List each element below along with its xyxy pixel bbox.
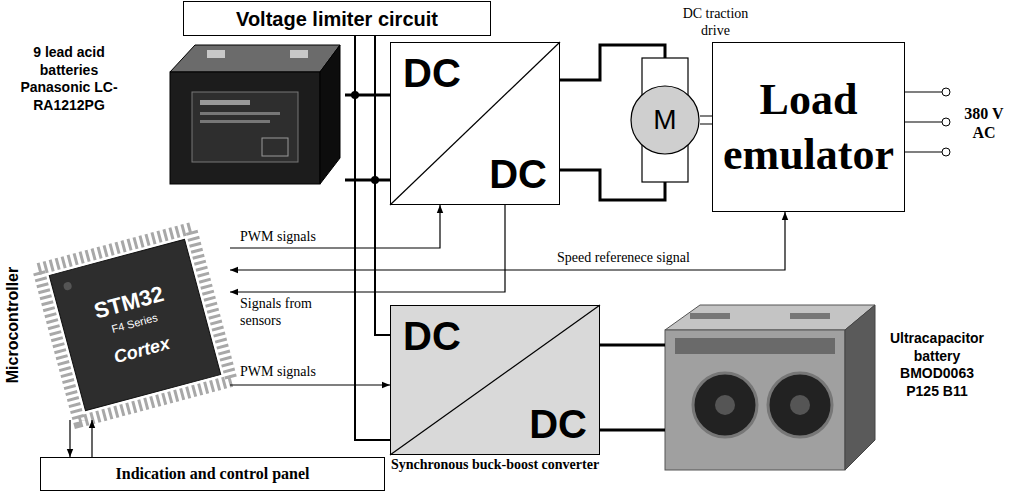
battery-sticker-mark <box>262 138 288 156</box>
terminal-dot <box>942 148 950 156</box>
power-wire <box>600 344 665 347</box>
box-title: Load emulator <box>713 72 904 182</box>
ultracapacitor-picture <box>665 305 875 470</box>
chip-pins <box>38 228 232 422</box>
box-title: Indication and control panel <box>41 465 384 483</box>
signal-line <box>230 384 390 385</box>
terminal-dot <box>942 118 950 126</box>
converter-input: DC <box>403 314 461 358</box>
converter-output: DC <box>529 402 587 446</box>
signal-label: Speed referenece signal <box>555 250 734 267</box>
chip-dot <box>63 281 73 291</box>
emulator-box: Load emulator <box>712 42 905 212</box>
part-label: Synchronous buck-boost converter <box>381 457 609 472</box>
converter-box: DCDCSynchronous buck-boost converter <box>390 305 600 455</box>
power-wire <box>600 429 665 432</box>
converter-box: DC DC <box>390 42 560 205</box>
battery-sticker-mark <box>200 112 280 115</box>
battery-front <box>170 72 320 184</box>
chip-marking: Cortex <box>72 322 213 379</box>
part-label: 9 lead acid batteries Panasonic LC-RA121… <box>8 44 130 114</box>
converter-diagonal <box>390 305 600 455</box>
motor-letter: M <box>630 104 700 136</box>
motor-node: DC traction driveM <box>630 58 700 182</box>
panel-box: Indication and control panel <box>40 457 385 491</box>
power-wire <box>345 94 390 97</box>
signal-label: Signals from sensors <box>238 296 337 330</box>
battery-sticker <box>192 92 298 162</box>
terminal-wire <box>905 151 942 152</box>
fan <box>768 373 832 437</box>
signal-line <box>69 420 70 457</box>
converter-input: DC <box>403 51 461 95</box>
box-title: Voltage limiter circuit <box>184 7 490 30</box>
chip-body <box>49 239 220 410</box>
signal-label: PWM signals <box>238 229 352 246</box>
chip-picture <box>38 228 232 422</box>
fan-hub <box>715 395 735 415</box>
mains-terminals <box>905 88 950 156</box>
module-front <box>665 330 845 470</box>
battery-terminal <box>290 50 308 58</box>
signal-line <box>230 212 785 270</box>
signal-line <box>230 205 505 292</box>
microcontroller-node: STM32F4 SeriesCortexMicrocontroller <box>40 230 230 420</box>
converter-fill <box>390 305 600 455</box>
limiter-box: Voltage limiter circuit <box>183 1 491 36</box>
signal-line <box>230 205 440 248</box>
battery-node: 9 lead acid batteries Panasonic LC-RA121… <box>150 38 345 190</box>
battery-sticker-mark <box>200 120 270 123</box>
battery-picture <box>170 45 340 184</box>
power-wire <box>355 36 390 440</box>
module-top <box>665 305 875 330</box>
terminal-wire <box>905 91 942 92</box>
terminal-dot <box>942 88 950 96</box>
battery-terminal <box>207 50 225 58</box>
terminal-label: 380 V AC <box>954 104 1014 142</box>
battery-side <box>320 45 340 184</box>
chip-face: STM32F4 SeriesCortex <box>49 239 220 410</box>
power-wire <box>560 170 665 200</box>
module-handle <box>690 313 730 319</box>
fan-hub <box>790 395 810 415</box>
battery-sticker-mark <box>200 100 250 105</box>
power-wire <box>560 45 665 80</box>
converter-output: DC <box>489 152 547 196</box>
part-label: DC traction drive <box>668 6 763 40</box>
part-label: Ultracapacitor battery BMOD0063 P125 B11 <box>883 330 991 400</box>
terminal-wire <box>905 121 942 122</box>
signal-line <box>91 420 92 457</box>
module-side <box>845 305 875 470</box>
module-band <box>675 338 835 354</box>
ultracapacitor-node: Ultracapacitor battery BMOD0063 P125 B11 <box>665 305 875 470</box>
signal-label: PWM signals <box>238 364 352 381</box>
power-wire <box>345 179 390 182</box>
signal-line <box>700 116 712 124</box>
fan <box>693 373 757 437</box>
converter-diagonal <box>390 42 560 205</box>
module-handle <box>790 313 830 319</box>
motor-symbol <box>631 86 699 154</box>
power-wire <box>375 36 390 335</box>
part-label: Microcontroller <box>4 230 26 420</box>
battery-top <box>170 45 340 72</box>
